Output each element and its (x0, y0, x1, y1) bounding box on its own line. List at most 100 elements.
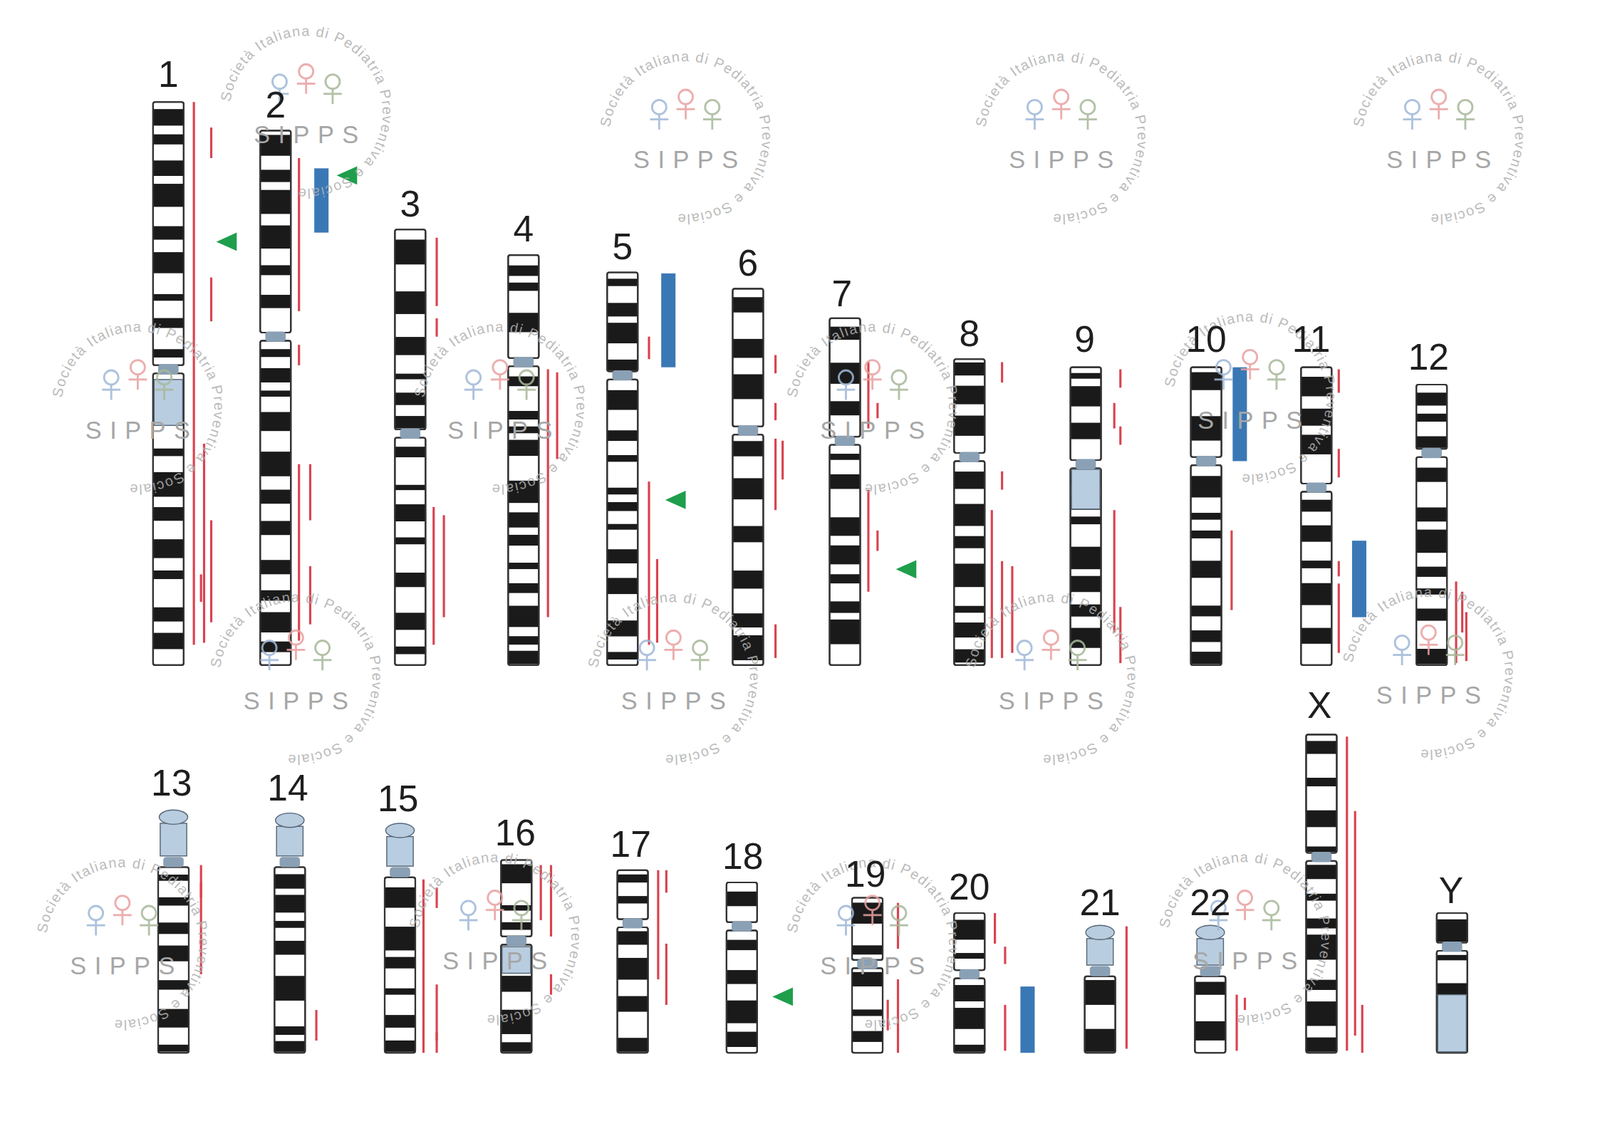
watermark: Società Italiana di Pediatria Preventiva… (962, 589, 1141, 768)
figure-body (1050, 644, 1053, 660)
dark-band (394, 612, 426, 630)
chromosome-number: 12 (1408, 339, 1449, 377)
chromosome-arm (732, 288, 763, 427)
dark-band (1305, 1037, 1337, 1053)
centromere (505, 936, 527, 947)
cnv-line (309, 566, 312, 625)
dark-band (606, 577, 638, 595)
cnv-line (1337, 369, 1340, 394)
dark-band (260, 349, 291, 357)
figure-arms (1235, 908, 1255, 912)
chromosome-outline (732, 288, 763, 427)
dark-band (617, 931, 649, 946)
dark-band (153, 134, 184, 145)
watermark-ring-text: Società Italiana di Pediatria Preventiva… (1349, 48, 1529, 228)
dark-band (1191, 560, 1222, 578)
dark-band (606, 487, 638, 496)
dark-band (507, 636, 539, 645)
chromosome-number: 20 (948, 869, 990, 907)
cnv-line (210, 127, 213, 159)
watermark-ring-path-text: Società Italiana di Pediatria Preventiva… (34, 854, 213, 1034)
dark-band (606, 390, 638, 411)
dark-band (1305, 777, 1337, 787)
figure-body (472, 384, 475, 400)
centromere (265, 331, 286, 342)
dark-band (394, 537, 426, 545)
watermark-ring-text: Società Italiana di Pediatria Preventiva… (411, 319, 590, 498)
cnv-line (1010, 566, 1014, 654)
watermark-path (1362, 61, 1516, 215)
figure-body (844, 384, 848, 400)
dark-band (153, 570, 184, 580)
cnv-line (665, 943, 668, 1006)
figure-arms (297, 82, 316, 85)
watermark-logo-text: SIPPS (1376, 683, 1490, 709)
cnv-line (656, 870, 659, 980)
watermark: Società Italiana di Pediatria Preventiva… (217, 22, 396, 202)
figure-head (891, 370, 907, 385)
centromere (1075, 459, 1097, 470)
cnv-line (1461, 591, 1464, 633)
dark-band (153, 349, 184, 358)
figure-head (1237, 890, 1252, 905)
figure-body (331, 89, 335, 105)
cnv-line (1119, 369, 1122, 389)
dark-band (1416, 413, 1447, 422)
figure-arms (837, 388, 856, 392)
dark-band (726, 1000, 758, 1024)
dark-band (153, 108, 184, 126)
dark-band (507, 562, 539, 570)
deletion-bar (314, 168, 329, 233)
figure-arms (1052, 108, 1071, 111)
dark-band (953, 386, 985, 405)
dark-band (274, 921, 305, 929)
dark-band (726, 970, 758, 985)
dark-band (394, 373, 426, 380)
dark-band (158, 922, 189, 934)
chromosome-arm (153, 101, 184, 366)
chromosome-outline (260, 340, 291, 666)
cnv-line (539, 865, 543, 921)
cnv-line (876, 530, 879, 552)
figure-arms (649, 118, 669, 121)
chromosome-outline (1191, 465, 1222, 666)
figure-head (1431, 89, 1447, 105)
figure-body (898, 920, 901, 936)
deletion-bar (661, 273, 676, 368)
figure-head (1054, 89, 1069, 105)
dark-band (1070, 373, 1102, 379)
figure-head (891, 906, 907, 921)
figure-arms (691, 658, 710, 662)
figure-body (1060, 104, 1063, 119)
dark-band (507, 312, 539, 332)
figure-head (115, 896, 130, 911)
chromosome-arm (617, 870, 649, 920)
chromosome-outline (1194, 976, 1226, 1053)
watermark-ring-path-text: Società Italiana di Pediatria Preventiva… (1156, 849, 1335, 1028)
dark-band (1191, 475, 1222, 498)
dark-band (394, 291, 426, 315)
figure-head (157, 370, 172, 385)
figure-arms (101, 388, 121, 392)
figure-arms (287, 648, 306, 652)
figure-arms (1078, 118, 1098, 121)
dark-band (158, 1045, 189, 1053)
chromosome-arm (500, 860, 532, 937)
figure-head (651, 99, 667, 114)
cnv-line (1354, 811, 1357, 1036)
chromosome-outline (394, 437, 426, 665)
dark-band (953, 985, 985, 1002)
dark-band (1300, 525, 1332, 543)
watermark-ring-text: Società Italiana di Pediatria Preventiva… (217, 22, 396, 202)
dark-band (606, 430, 638, 441)
chromosome-outline (153, 101, 184, 366)
figure-head (865, 896, 880, 911)
chromosome-arm (1070, 468, 1102, 665)
dark-band (260, 169, 291, 182)
watermark-ring-path-text: Società Italiana di Pediatria Preventiva… (596, 48, 776, 228)
dark-band (617, 996, 649, 1013)
watermark-logo-text: SIPPS (1197, 408, 1311, 433)
chromosome-arm (1436, 951, 1468, 1053)
cnv-line (203, 443, 206, 643)
dark-band (1300, 434, 1332, 454)
